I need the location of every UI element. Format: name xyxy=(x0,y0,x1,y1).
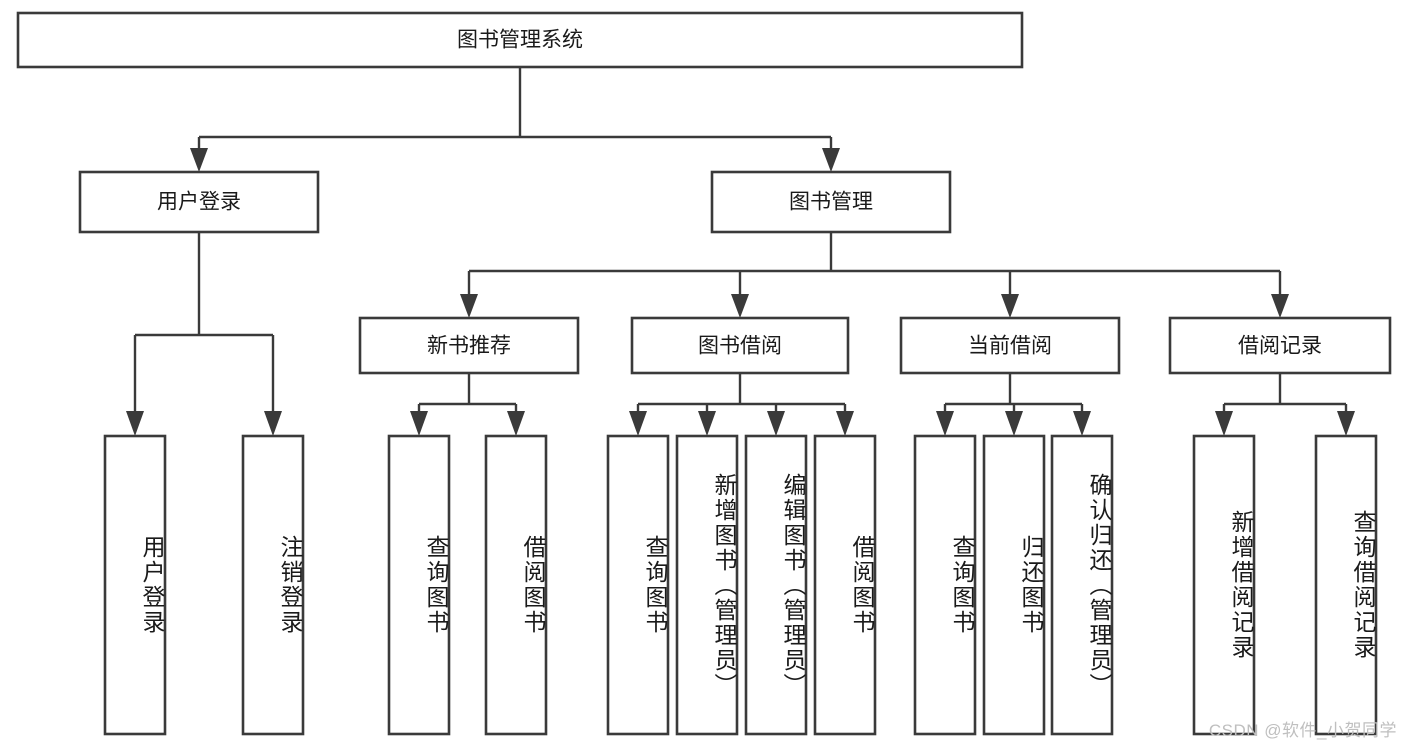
leaf-box-user-login-0[interactable] xyxy=(103,434,167,736)
leaf-box-borrow-record-1[interactable] xyxy=(1314,434,1378,736)
node-current-borrow[interactable]: 当前借阅 xyxy=(899,316,1121,375)
csdn-watermark: CSDN @软件_小贺同学 xyxy=(1208,721,1397,740)
node-borrow-record[interactable]: 借阅记录 xyxy=(1168,316,1392,375)
leaf-box-group xyxy=(103,434,1378,736)
node-book-management[interactable]: 图书管理 xyxy=(710,170,952,234)
node-book-borrow-box[interactable] xyxy=(630,316,850,375)
arrow-borrow-leaf-2 xyxy=(698,411,716,436)
node-borrow-record-label: 借阅记录 xyxy=(1238,335,1322,358)
arrow-bookmgmt-child-1 xyxy=(460,294,478,318)
arrow-newbook-leaf-1 xyxy=(410,411,428,436)
node-new-book-recommend[interactable]: 新书推荐 xyxy=(358,316,580,375)
leaf-box-current-borrow-1[interactable] xyxy=(982,434,1046,736)
leaf-box-current-borrow-2[interactable] xyxy=(1050,434,1114,736)
leaf-box-book-borrow-3[interactable] xyxy=(813,434,877,736)
node-book-borrow[interactable]: 图书借阅 xyxy=(630,316,850,375)
node-book-borrow-label: 图书借阅 xyxy=(698,335,782,358)
node-borrow-record-box[interactable] xyxy=(1168,316,1392,375)
arrow-bookmgmt-child-4 xyxy=(1271,294,1289,318)
leaf-box-new-book-1[interactable] xyxy=(484,434,548,736)
leaf-box-book-borrow-0[interactable] xyxy=(606,434,670,736)
node-user-login[interactable]: 用户登录 xyxy=(78,170,320,234)
node-user-login-label: 用户登录 xyxy=(157,191,241,214)
leaf-box-new-book-0[interactable] xyxy=(387,434,451,736)
leaf-box-book-borrow-2[interactable] xyxy=(744,434,808,736)
node-root-label: 图书管理系统 xyxy=(457,29,583,52)
arrow-borrow-leaf-1 xyxy=(629,411,647,436)
arrow-bookmgmt-child-2 xyxy=(731,294,749,318)
connector-group xyxy=(126,67,1355,436)
arrow-login-leaf-2 xyxy=(264,411,282,436)
arrow-newbook-leaf-2 xyxy=(507,411,525,436)
arrow-record-leaf-2 xyxy=(1337,411,1355,436)
node-root[interactable]: 图书管理系统 xyxy=(16,11,1024,69)
arrow-borrow-leaf-3 xyxy=(767,411,785,436)
arrow-record-leaf-1 xyxy=(1215,411,1233,436)
arrow-current-leaf-1 xyxy=(936,411,954,436)
node-root-box[interactable] xyxy=(16,11,1024,69)
node-current-borrow-box[interactable] xyxy=(899,316,1121,375)
node-new-book-recommend-box[interactable] xyxy=(358,316,580,375)
arrow-current-leaf-3 xyxy=(1073,411,1091,436)
node-current-borrow-label: 当前借阅 xyxy=(968,335,1052,358)
node-book-management-box[interactable] xyxy=(710,170,952,234)
arrow-borrow-leaf-4 xyxy=(836,411,854,436)
node-new-book-recommend-label: 新书推荐 xyxy=(427,335,511,358)
node-user-login-box[interactable] xyxy=(78,170,320,234)
arrow-root-to-bookmgmt xyxy=(822,148,840,172)
arrow-root-to-login xyxy=(190,148,208,172)
node-book-management-label: 图书管理 xyxy=(789,191,873,214)
arrow-bookmgmt-child-3 xyxy=(1001,294,1019,318)
leaf-box-book-borrow-1[interactable] xyxy=(675,434,739,736)
arrow-login-leaf-1 xyxy=(126,411,144,436)
leaf-box-borrow-record-0[interactable] xyxy=(1192,434,1256,736)
leaf-box-current-borrow-0[interactable] xyxy=(913,434,977,736)
arrow-current-leaf-2 xyxy=(1005,411,1023,436)
leaf-box-user-login-1[interactable] xyxy=(241,434,305,736)
